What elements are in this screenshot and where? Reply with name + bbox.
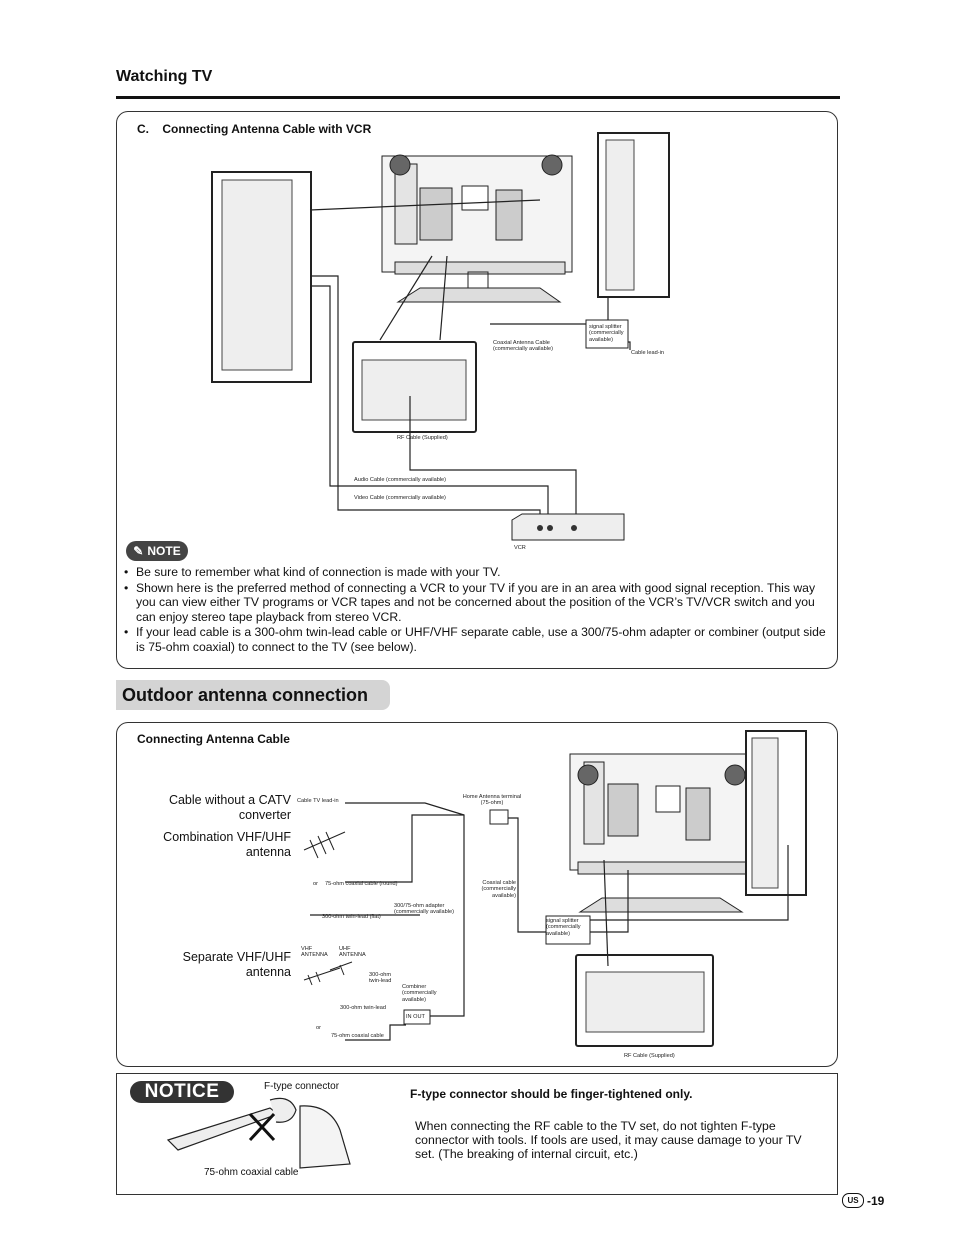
note-item: If your lead cable is a 300-ohm twin-lea… [122,625,832,654]
or-label: or [313,881,318,887]
outdoor-title: Outdoor antenna connection [116,680,390,710]
connector-label: F-type connector [264,1081,340,1092]
home-terminal-label: Home Antenna terminal (75-ohm) [462,794,522,807]
page-number: US -19 [842,1193,884,1208]
rf-cable-label: RF Cable (Supplied) [624,1053,675,1059]
combiner-label: Combiner (commercially available) [402,984,437,1003]
note-list: Be sure to remember what kind of connect… [122,565,832,655]
coax75-label: 75-ohm coaxial cable [331,1033,384,1039]
splitter-label: signal splitter (commercially available) [546,918,581,937]
uhf-antenna-label: UHF ANTENNA [339,946,366,959]
adapter-label: 300/75-ohm adapter (commercially availab… [394,903,454,916]
notice-badge: NOTICE [130,1081,234,1103]
splitter-label: signal splitter (commercially available) [589,324,624,343]
notice-panel [116,1073,838,1195]
coax-round-label: 75-ohm coaxial cable (round) [325,881,398,887]
separate-antenna-label: Separate VHF/UHF antenna [182,950,291,979]
vcr-section-title: C. Connecting Antenna Cable with VCR [137,122,372,136]
twin-lead-label-2: 300-ohm twin-lead [340,1005,387,1011]
notice-body: When connecting the RF cable to the TV s… [415,1119,802,1161]
coax-cable-label: Coaxial Antenna Cable (commercially avai… [493,340,553,353]
outdoor-subtitle: Connecting Antenna Cable [137,732,290,746]
coax-cable-label: Coaxial cable (commercially available) [481,880,517,899]
cable-label: 75-ohm coaxial cable [204,1167,299,1178]
note-badge: ✎ NOTE [126,541,188,561]
twin-lead-label: 300-ohm twin-lead [369,972,392,985]
catv-label: Cable without a CATV converter [168,793,291,822]
vhf-antenna-label: VHF ANTENNA [301,946,328,959]
note-item: Be sure to remember what kind of connect… [122,565,832,580]
notice-heading: F-type connector should be finger-tighte… [410,1087,693,1101]
pencil-icon: ✎ [133,544,144,558]
rf-cable-label: RF Cable (Supplied) [397,435,448,441]
section-title: Watching TV [116,68,213,85]
region-badge: US [842,1193,864,1208]
page-number-text: -19 [867,1193,885,1208]
vcr-label: VCR [514,545,526,551]
or-label-2: or [316,1025,321,1031]
twin-flat-label: 300-ohm twin-lead (flat) [322,914,381,920]
audio-cable-label: Audio Cable (commercially available) [354,477,447,483]
lead-in-label: Cable lead-in [631,350,664,356]
video-cable-label: Video Cable (commercially available) [354,495,446,501]
in-out-label: IN OUT [406,1014,425,1020]
cable-tv-lead-in-label: Cable TV lead-in [297,798,339,804]
combo-antenna-label: Combination VHF/UHF antenna [163,830,291,859]
header-rule [116,96,840,99]
note-item: Shown here is the preferred method of co… [122,581,832,625]
